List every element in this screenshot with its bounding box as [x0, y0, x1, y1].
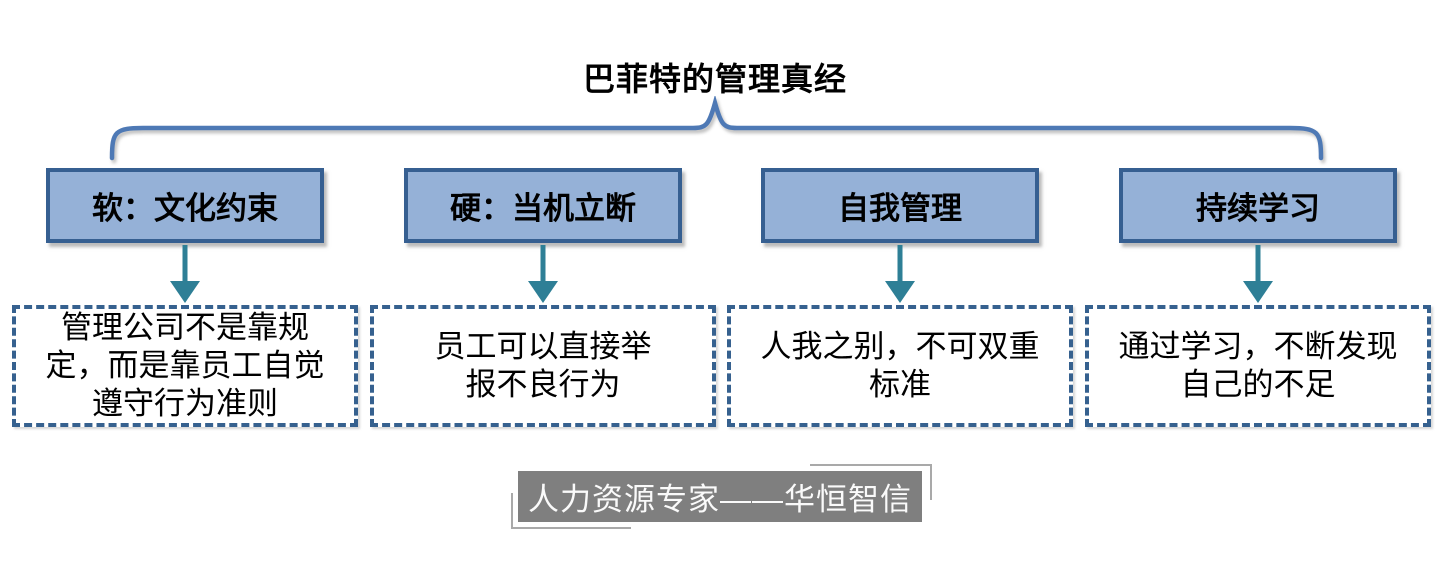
branch-column-continuous-learning: 持续学习 通过学习，不断发现 自己的不足: [1085, 168, 1431, 430]
down-arrow-icon: [528, 245, 558, 303]
down-arrow-icon: [885, 245, 915, 303]
brace-connector-icon: [109, 96, 1324, 161]
footer-banner: 人力资源专家——华恒智信: [518, 471, 922, 522]
branch-header-self-management: 自我管理: [761, 168, 1039, 243]
branch-detail-soft: 管理公司不是靠规 定，而是靠员工自觉 遵守行为准则: [12, 305, 358, 427]
branch-detail-continuous-learning: 通过学习，不断发现 自己的不足: [1085, 305, 1431, 427]
banner-corner-top-right: [810, 464, 932, 500]
branch-detail-hard: 员工可以直接举 报不良行为: [370, 305, 716, 427]
banner-corner-bottom-left: [511, 493, 631, 529]
branch-detail-self-management: 人我之别，不可双重 标准: [727, 305, 1073, 427]
branch-column-hard: 硬：当机立断 员工可以直接举 报不良行为: [370, 168, 716, 430]
down-arrow-icon: [1243, 245, 1273, 303]
branch-column-soft: 软：文化约束 管理公司不是靠规 定，而是靠员工自觉 遵守行为准则: [12, 168, 358, 430]
branch-header-continuous-learning: 持续学习: [1119, 168, 1397, 243]
branch-column-self-management: 自我管理 人我之别，不可双重 标准: [727, 168, 1073, 430]
page-title: 巴菲特的管理真经: [582, 61, 847, 97]
branch-header-soft: 软：文化约束: [46, 168, 324, 243]
branch-header-hard: 硬：当机立断: [404, 168, 682, 243]
down-arrow-icon: [170, 245, 200, 303]
